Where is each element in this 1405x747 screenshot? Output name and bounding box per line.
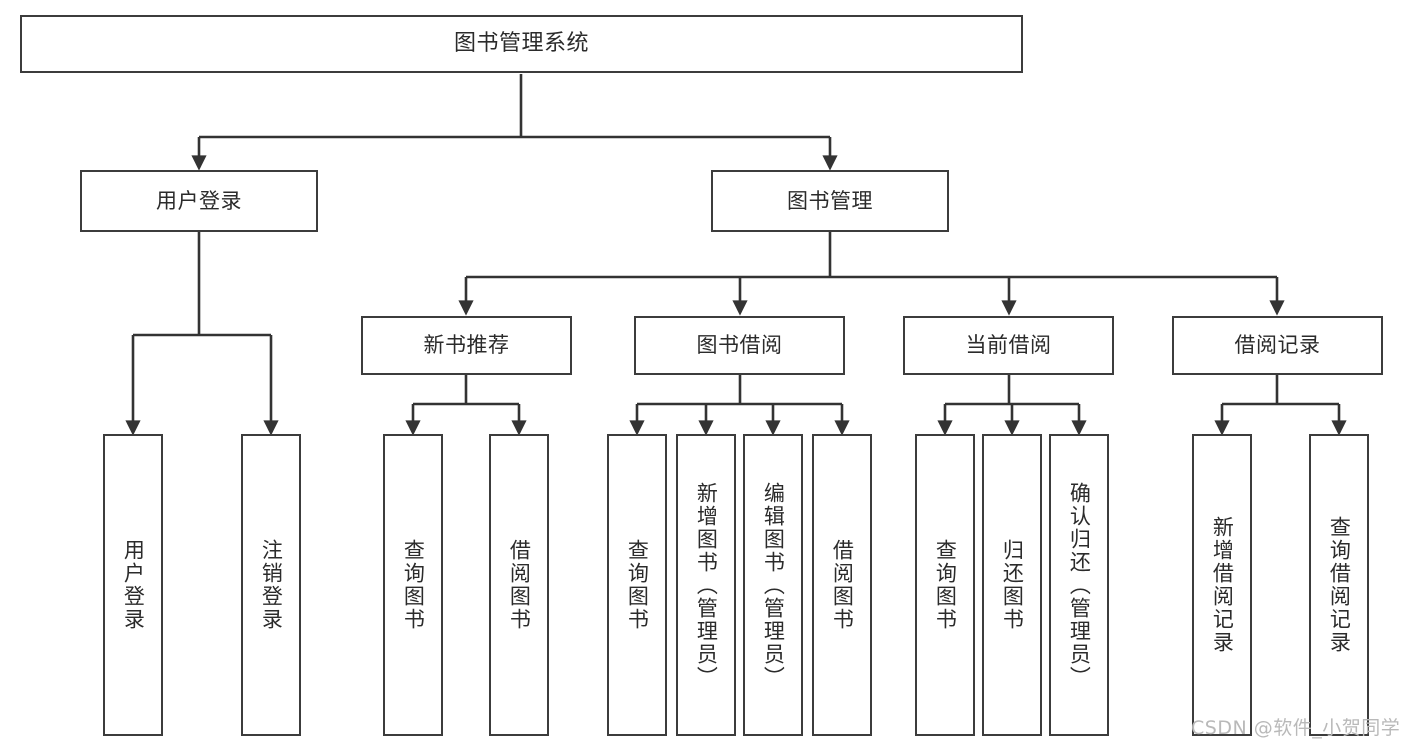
node-label: 注销登录	[259, 539, 284, 631]
leaf-add-book-admin[interactable]: 新增图书（管理员）	[676, 434, 736, 736]
leaf-borrow-book-2[interactable]: 借阅图书	[812, 434, 872, 736]
leaf-logout[interactable]: 注销登录	[241, 434, 301, 736]
leaf-confirm-return-admin[interactable]: 确认归还（管理员）	[1049, 434, 1109, 736]
node-label: 借阅图书	[507, 539, 532, 631]
node-label: 新增图书（管理员）	[694, 481, 719, 689]
leaf-query-book-3[interactable]: 查询图书	[915, 434, 975, 736]
node-label: 图书管理系统	[453, 31, 589, 57]
node-label: 新书推荐	[423, 333, 510, 358]
leaf-add-borrow-record[interactable]: 新增借阅记录	[1192, 434, 1252, 736]
leaf-edit-book-admin[interactable]: 编辑图书（管理员）	[743, 434, 803, 736]
node-label: 查询图书	[401, 539, 426, 631]
node-label: 归还图书	[1000, 539, 1025, 631]
csdn-watermark: CSDN @软件_小贺同学	[1191, 717, 1401, 739]
node-label: 借阅图书	[830, 539, 855, 631]
node-label: 借阅记录	[1234, 333, 1321, 358]
leaf-user-login[interactable]: 用户登录	[103, 434, 163, 736]
node-user-login[interactable]: 用户登录	[80, 170, 318, 232]
node-label: 查询图书	[625, 539, 650, 631]
node-current-borrow[interactable]: 当前借阅	[903, 316, 1114, 375]
node-label: 当前借阅	[965, 333, 1052, 358]
leaf-query-borrow-record[interactable]: 查询借阅记录	[1309, 434, 1369, 736]
node-label: 用户登录	[121, 539, 146, 631]
leaf-return-book[interactable]: 归还图书	[982, 434, 1042, 736]
leaf-borrow-book-1[interactable]: 借阅图书	[489, 434, 549, 736]
leaf-query-book-1[interactable]: 查询图书	[383, 434, 443, 736]
node-label: 图书借阅	[696, 333, 783, 358]
node-book-borrow[interactable]: 图书借阅	[634, 316, 845, 375]
node-label: 新增借阅记录	[1210, 516, 1235, 654]
node-new-book-recommendation[interactable]: 新书推荐	[361, 316, 572, 375]
node-root-book-management-system[interactable]: 图书管理系统	[20, 15, 1023, 73]
node-borrow-record[interactable]: 借阅记录	[1172, 316, 1383, 375]
node-label: 查询图书	[933, 539, 958, 631]
node-label: 确认归还（管理员）	[1067, 481, 1092, 689]
leaf-query-book-2[interactable]: 查询图书	[607, 434, 667, 736]
node-book-management[interactable]: 图书管理	[711, 170, 949, 232]
node-label: 用户登录	[156, 188, 242, 213]
node-label: 编辑图书（管理员）	[761, 481, 786, 689]
node-label: 查询借阅记录	[1327, 516, 1352, 654]
node-label: 图书管理	[787, 188, 873, 213]
